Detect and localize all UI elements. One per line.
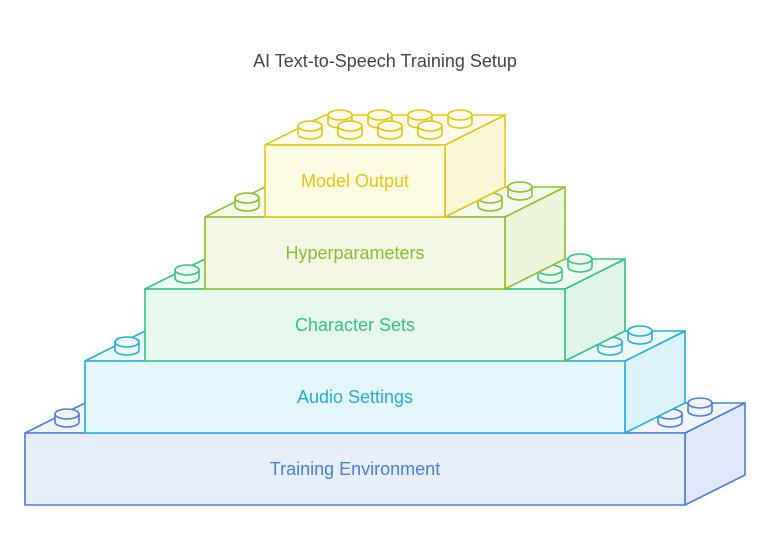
stud [687,397,713,417]
stud [234,192,260,212]
diagram-title: AI Text-to-Speech Training Setup [253,51,517,71]
layer-label-character-sets: Character Sets [295,315,415,335]
studs-model-output [297,109,473,140]
brick-front-face [144,288,566,362]
layer-label-hyperparameters: Hyperparameters [285,243,424,263]
stud [174,264,200,284]
stud [297,120,323,140]
stud [337,120,363,140]
stud [477,192,503,212]
brick-front-face [24,432,686,506]
stud [417,120,443,140]
stud [507,181,533,201]
stud [377,120,403,140]
layer-label-audio-settings: Audio Settings [297,387,413,407]
stud [627,325,653,345]
brick-front-face [84,360,626,434]
layer-model-output: Model Output [264,114,506,218]
brick-front-face [204,216,506,290]
brick-front-face [264,144,446,218]
stud [567,253,593,273]
stud [447,109,473,129]
studs-hyperparameters [234,181,533,212]
studs-training-environment [54,397,713,428]
layer-label-model-output: Model Output [301,171,409,191]
stud [114,336,140,356]
stud [54,408,80,428]
layer-label-training-environment: Training Environment [270,459,440,479]
